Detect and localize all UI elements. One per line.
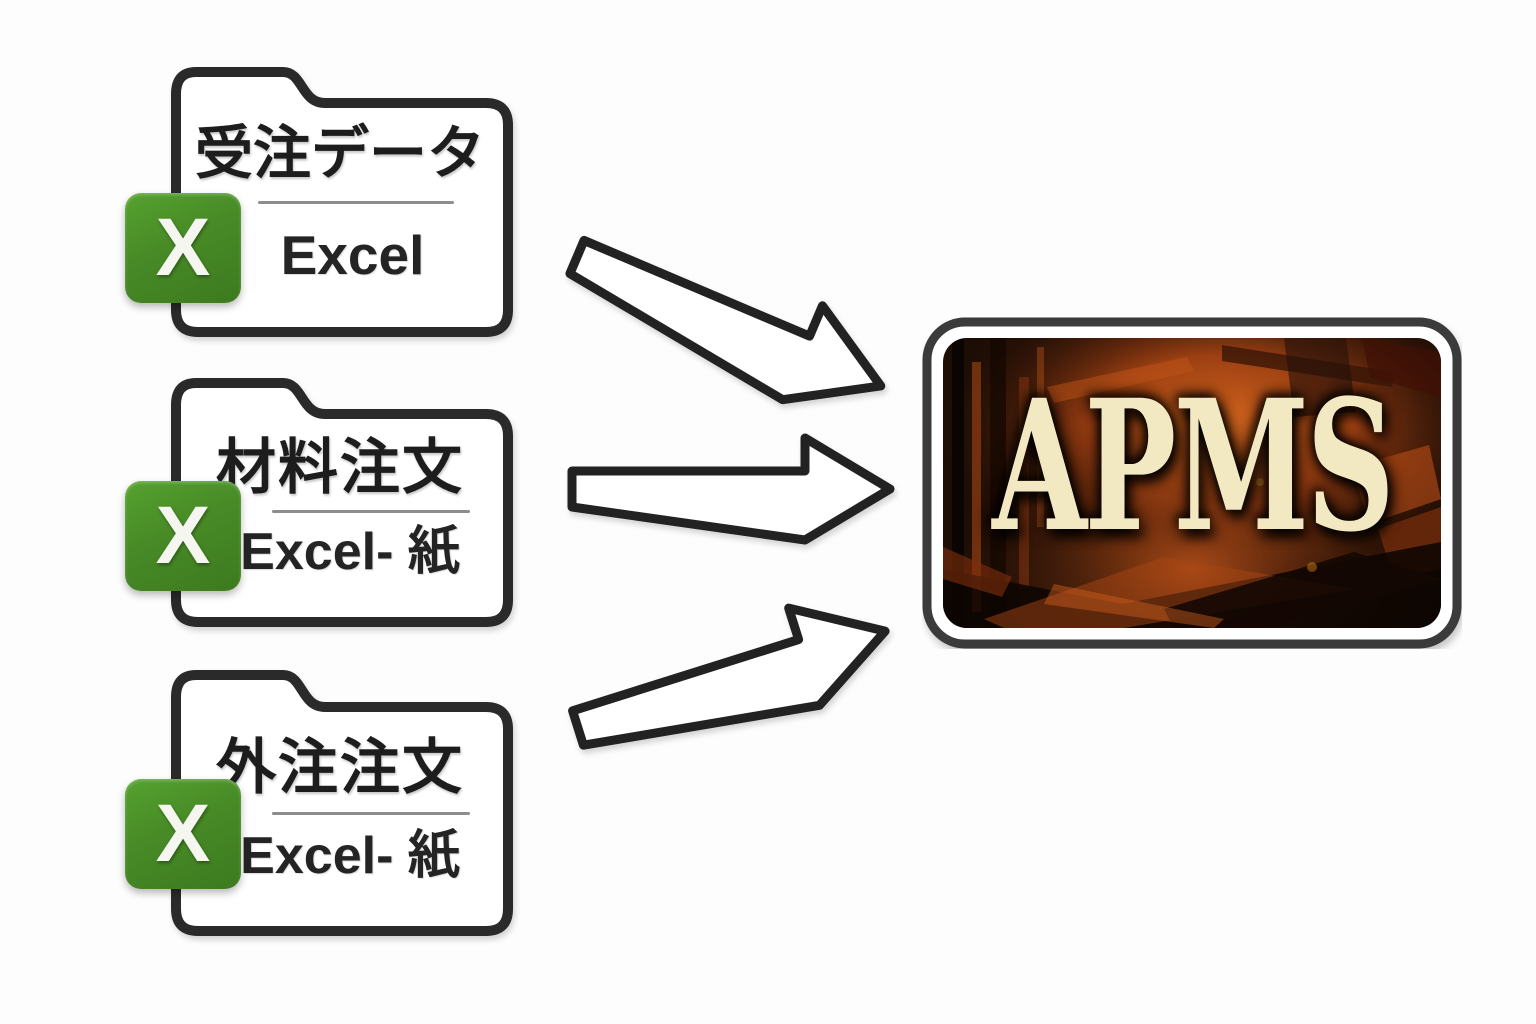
apms-artwork: [922, 317, 1462, 649]
folder-shape-outsource-order: [171, 670, 513, 936]
excel-icon: X: [125, 779, 241, 889]
excel-icon-letter: X: [155, 202, 211, 293]
folder-shape-material-order: [171, 378, 513, 627]
folder-format-outsource-order: Excel- 紙: [240, 827, 460, 885]
divider: [258, 201, 454, 204]
folder-title-order-data: 受注データ: [194, 121, 485, 186]
folder-title-material-order: 材料注文: [216, 434, 464, 501]
folder-format-order-data: Excel: [280, 224, 425, 286]
excel-icon: X: [125, 193, 241, 303]
arrow-order-data-to-apms: [565, 235, 886, 405]
excel-icon: X: [125, 481, 241, 591]
folder-title-outsource-order: 外注注文: [216, 734, 464, 801]
folder-format-material-order: Excel- 紙: [240, 523, 460, 581]
divider: [272, 510, 470, 513]
arrow-outsource-order-to-apms: [568, 603, 890, 750]
excel-icon-letter: X: [155, 788, 211, 879]
excel-icon-letter: X: [155, 490, 211, 581]
apms-box: APMS: [922, 317, 1462, 649]
divider: [272, 812, 470, 815]
arrow-material-order-to-apms: [567, 433, 895, 545]
